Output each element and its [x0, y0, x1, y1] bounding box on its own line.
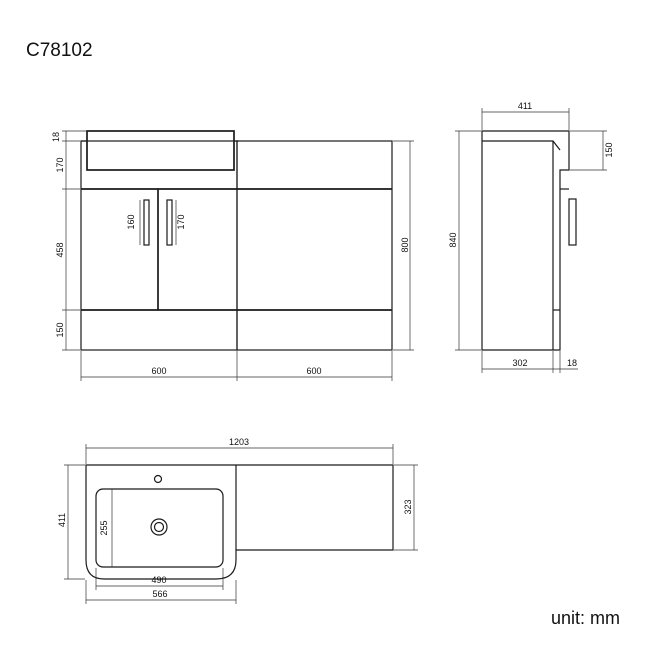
dim-left-width: 600 [151, 366, 166, 376]
drawing-title: C78102 [26, 40, 93, 61]
dim-door-height: 458 [55, 242, 65, 257]
dim-side-basin-height: 150 [604, 142, 614, 157]
unit-label: unit: mm [551, 608, 621, 628]
dim-total-height-front: 800 [400, 237, 410, 252]
dim-basin-height: 170 [55, 157, 65, 172]
plan-view [85, 464, 394, 580]
side-handle [568, 198, 577, 246]
dim-top-gap: 18 [51, 132, 61, 142]
side-dimensions [455, 108, 607, 373]
front-right-cabinet [236, 140, 393, 351]
dim-plan-basin-width: 566 [152, 589, 167, 599]
side-view [481, 130, 577, 351]
front-left-handle [143, 199, 150, 246]
dim-plan-basin-depth: 411 [57, 513, 67, 527]
plan-outline [85, 464, 394, 580]
dim-plinth-height: 150 [55, 322, 65, 337]
front-dimensions [62, 130, 414, 381]
dim-side-total-height: 840 [448, 232, 458, 247]
tap-hole [153, 474, 163, 484]
plan-dimensions [64, 444, 418, 604]
basin-bowl [95, 488, 224, 568]
dim-right-width: 600 [306, 366, 321, 376]
front-left-cabinet [80, 140, 238, 351]
side-profile [481, 130, 570, 351]
dim-side-body-depth: 302 [512, 358, 527, 368]
drain-outer [150, 518, 168, 536]
dim-handle-left: 160 [126, 214, 136, 229]
dim-plan-bowl-depth: 255 [99, 520, 109, 535]
drain-inner [153, 521, 165, 533]
front-view [80, 130, 393, 351]
dim-handle-right: 170 [176, 214, 186, 229]
dim-side-door-thickness: 18 [567, 358, 577, 368]
dim-plan-total-width: 1203 [229, 437, 249, 447]
front-right-handle [166, 199, 173, 246]
front-basin [86, 130, 235, 171]
dim-plan-unit-depth: 323 [403, 499, 413, 514]
dim-side-top-depth: 411 [518, 101, 532, 111]
dim-plan-bowl-width: 490 [151, 575, 166, 585]
